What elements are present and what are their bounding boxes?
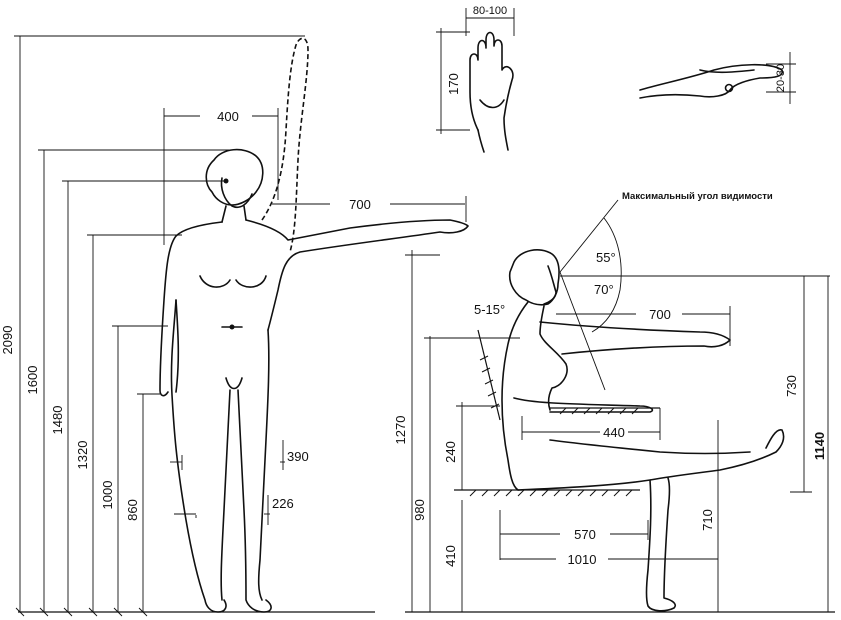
standing-height-dims [14, 35, 305, 617]
dim-label-226: 226 [272, 496, 294, 511]
dim-label-860: 860 [125, 499, 140, 521]
angle-label-back-tilt: 5-15° [474, 302, 505, 317]
seated-figure [501, 249, 785, 612]
dim-label-570: 570 [574, 527, 596, 542]
dim-label-hand-thickness: 20-30 [775, 64, 787, 92]
dim-label-1010: 1010 [568, 552, 597, 567]
seated-dims [405, 250, 830, 612]
dim-label-240: 240 [443, 441, 458, 463]
head-reach-dim [163, 108, 279, 245]
dim-label-2090: 2090 [0, 326, 15, 355]
dim-label-1140: 1140 [812, 432, 827, 460]
dim-label-410: 410 [443, 545, 458, 567]
dim-label-1000: 1000 [100, 481, 115, 510]
standing-figure [159, 37, 469, 613]
dim-label-700-standing: 700 [349, 197, 371, 212]
dim-label-390: 390 [287, 449, 309, 464]
seat-hatch [469, 329, 639, 497]
dim-label-hand-width: 80-100 [473, 5, 507, 17]
hand-side-figure [639, 52, 796, 104]
view-angle-lines [559, 199, 622, 391]
dim-label-1600: 1600 [25, 366, 40, 395]
view-angle-caption: Максимальный угол видимости [622, 191, 773, 202]
dim-label-440: 440 [603, 425, 625, 440]
dim-label-hand-length: 170 [446, 73, 461, 95]
dim-label-1270: 1270 [393, 416, 408, 445]
dim-label-710: 710 [700, 509, 715, 531]
hand-palm-figure [436, 8, 515, 153]
angle-label-55: 55° [596, 250, 616, 265]
dim-label-1320: 1320 [75, 441, 90, 470]
dim-label-730: 730 [784, 375, 799, 397]
dim-label-400: 400 [217, 109, 239, 124]
dim-label-1480: 1480 [50, 406, 65, 435]
arm-reach-dim [272, 196, 467, 222]
angle-label-70: 70° [594, 282, 614, 297]
dim-label-980: 980 [412, 499, 427, 521]
dim-label-700-seated: 700 [649, 307, 671, 322]
